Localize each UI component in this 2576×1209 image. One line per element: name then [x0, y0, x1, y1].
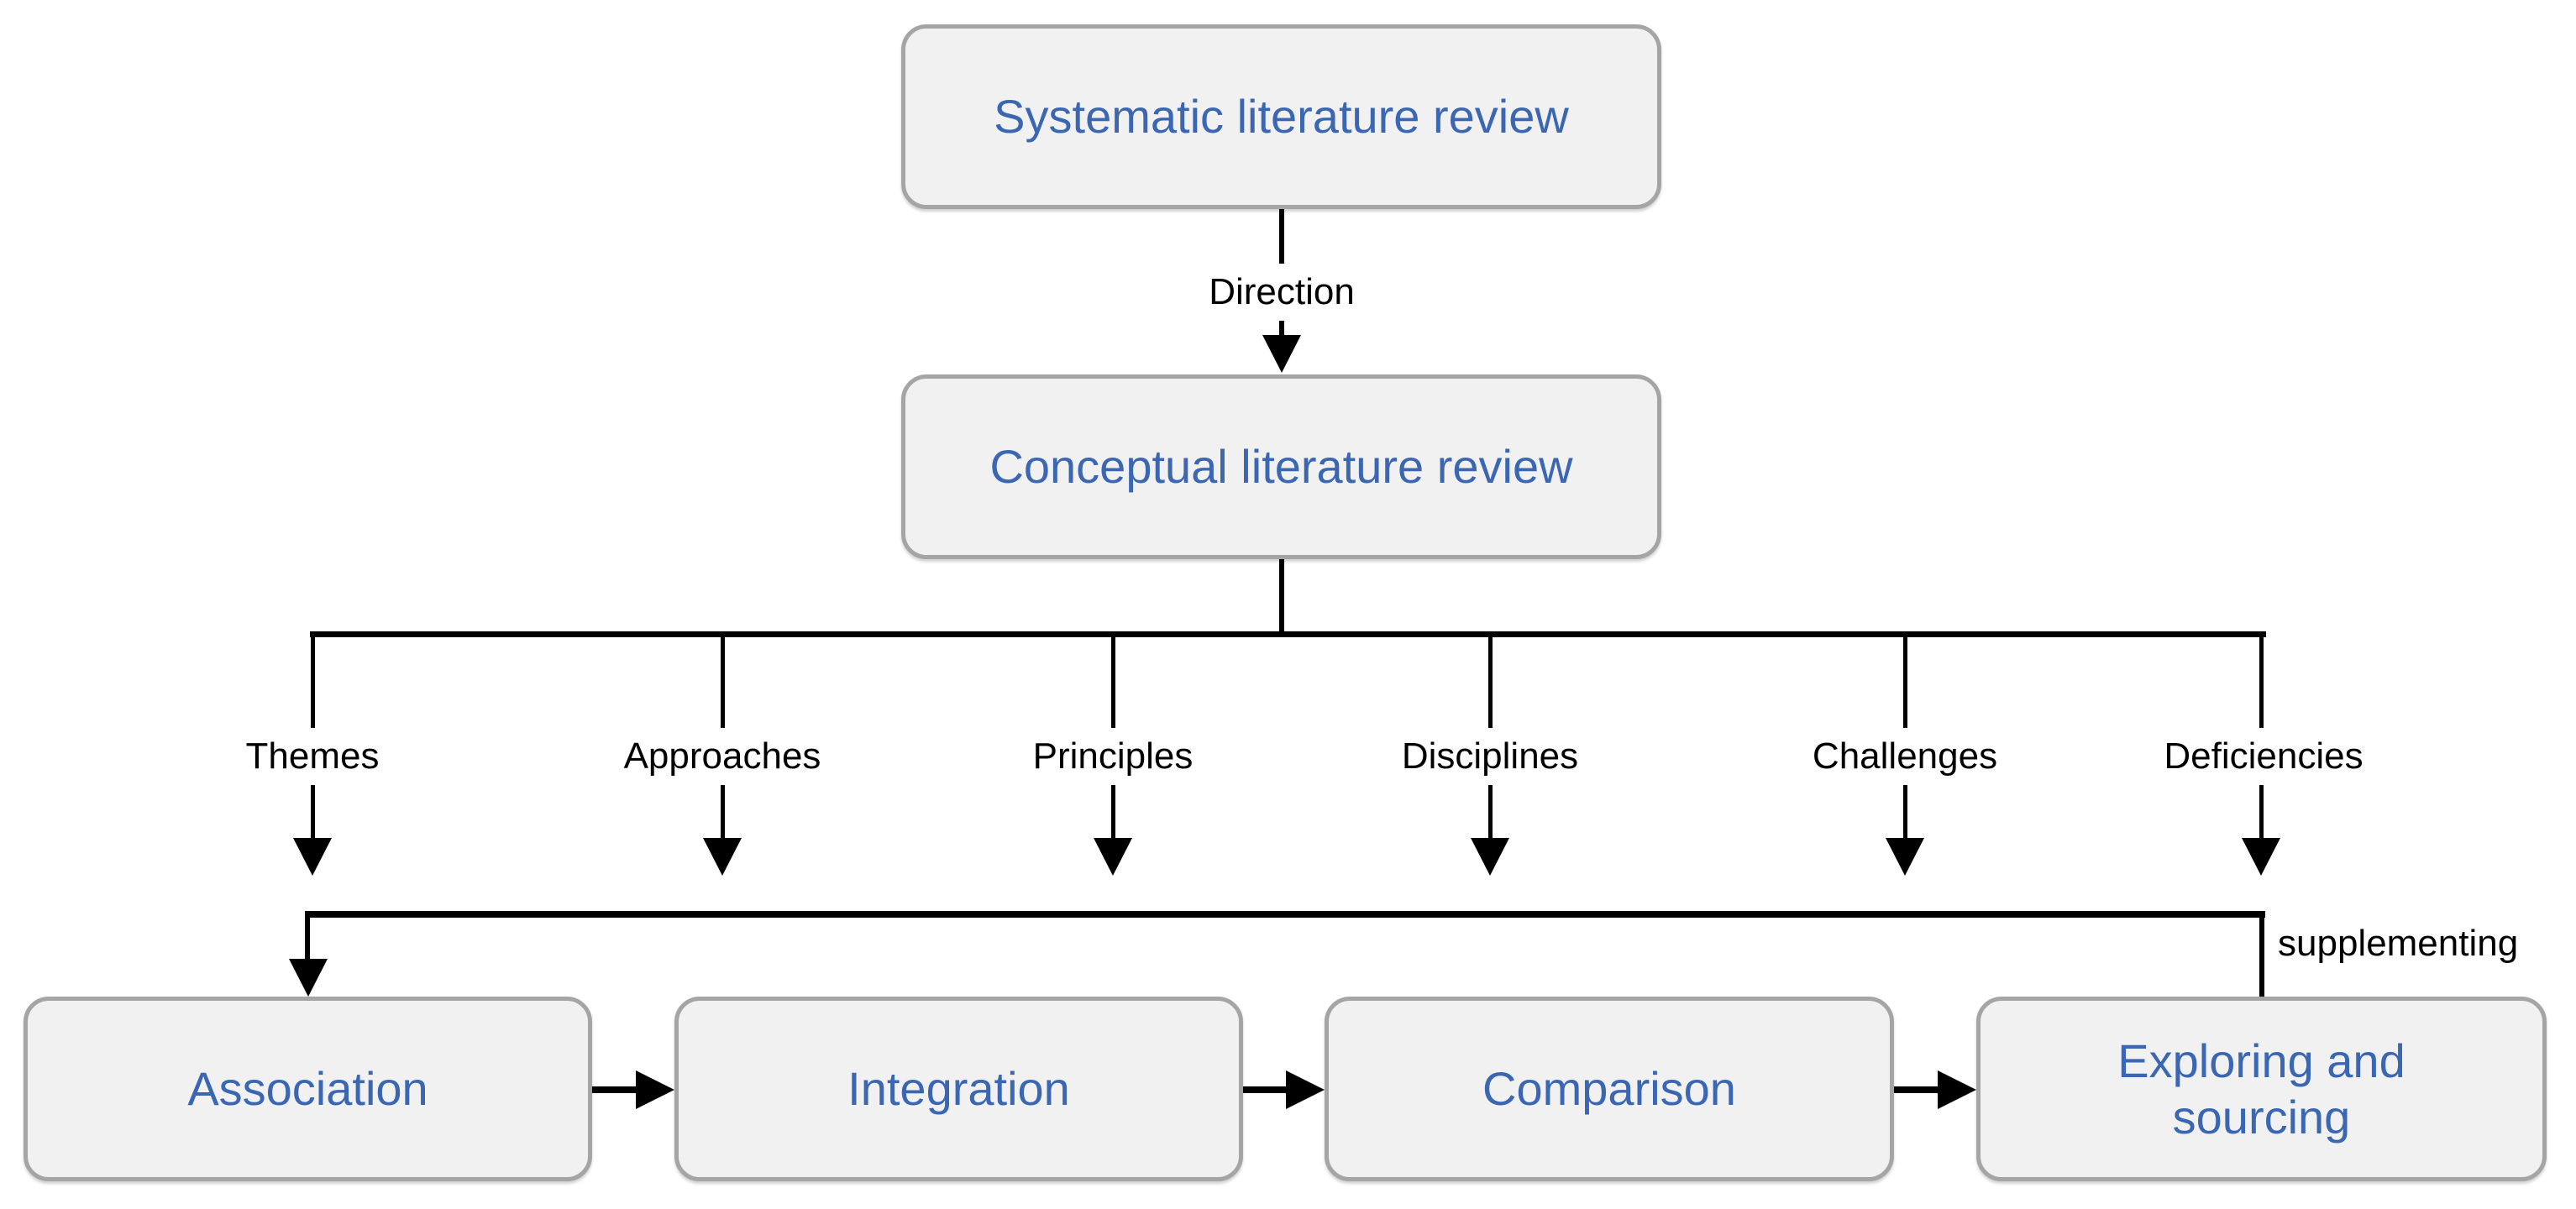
- collector-drop-association: [305, 914, 310, 961]
- arrow-down-icon: [2242, 838, 2280, 876]
- arrow-right-icon: [1938, 1070, 1976, 1109]
- node-systematic-literature-review: Systematic literature review: [901, 24, 1661, 209]
- branch-label-disciplines: Disciplines: [1391, 728, 1589, 785]
- collector-line: [305, 911, 2265, 918]
- chain-arrow-integration-comparison: [1243, 1086, 1288, 1093]
- node-conceptual-literature-review: Conceptual literature review: [901, 374, 1661, 559]
- edge-label-supplementing: supplementing: [2278, 923, 2519, 964]
- node-label: Integration: [847, 1062, 1070, 1116]
- arrow-down-icon: [703, 838, 742, 876]
- arrow-right-icon: [636, 1070, 674, 1109]
- node-integration: Integration: [674, 997, 1243, 1181]
- arrow-down-icon: [293, 838, 332, 876]
- arrow-down-icon: [289, 959, 328, 997]
- node-label: Comparison: [1482, 1062, 1736, 1116]
- arrow-down-icon: [1471, 838, 1509, 876]
- collector-drop-exploring: [2259, 914, 2264, 998]
- branch-distribution-line: [310, 631, 2266, 637]
- edge-label-direction: Direction: [1199, 264, 1365, 321]
- branch-label-deficiencies: Deficiencies: [2154, 728, 2374, 785]
- arrow-down-icon: [1886, 838, 1924, 876]
- branch-label-principles: Principles: [1022, 728, 1204, 785]
- branch-label-approaches: Approaches: [613, 728, 832, 785]
- branch-label-themes: Themes: [235, 728, 390, 785]
- node-association: Association: [24, 997, 592, 1181]
- arrow-down-icon: [1094, 838, 1132, 876]
- node-label: Systematic literature review: [994, 90, 1569, 144]
- node-label: Exploring and sourcing: [2117, 1034, 2405, 1144]
- arrow-down-icon: [1262, 335, 1301, 373]
- branch-label-challenges: Challenges: [1802, 728, 2008, 785]
- node-comparison: Comparison: [1325, 997, 1894, 1181]
- connector-conceptual-stem: [1279, 559, 1284, 635]
- arrow-right-icon: [1286, 1070, 1325, 1109]
- node-exploring-and-sourcing: Exploring and sourcing: [1976, 997, 2547, 1181]
- chain-arrow-association-integration: [592, 1086, 638, 1093]
- chain-arrow-comparison-exploring: [1894, 1086, 1940, 1093]
- node-label: Conceptual literature review: [989, 440, 1573, 494]
- node-label: Association: [187, 1062, 428, 1116]
